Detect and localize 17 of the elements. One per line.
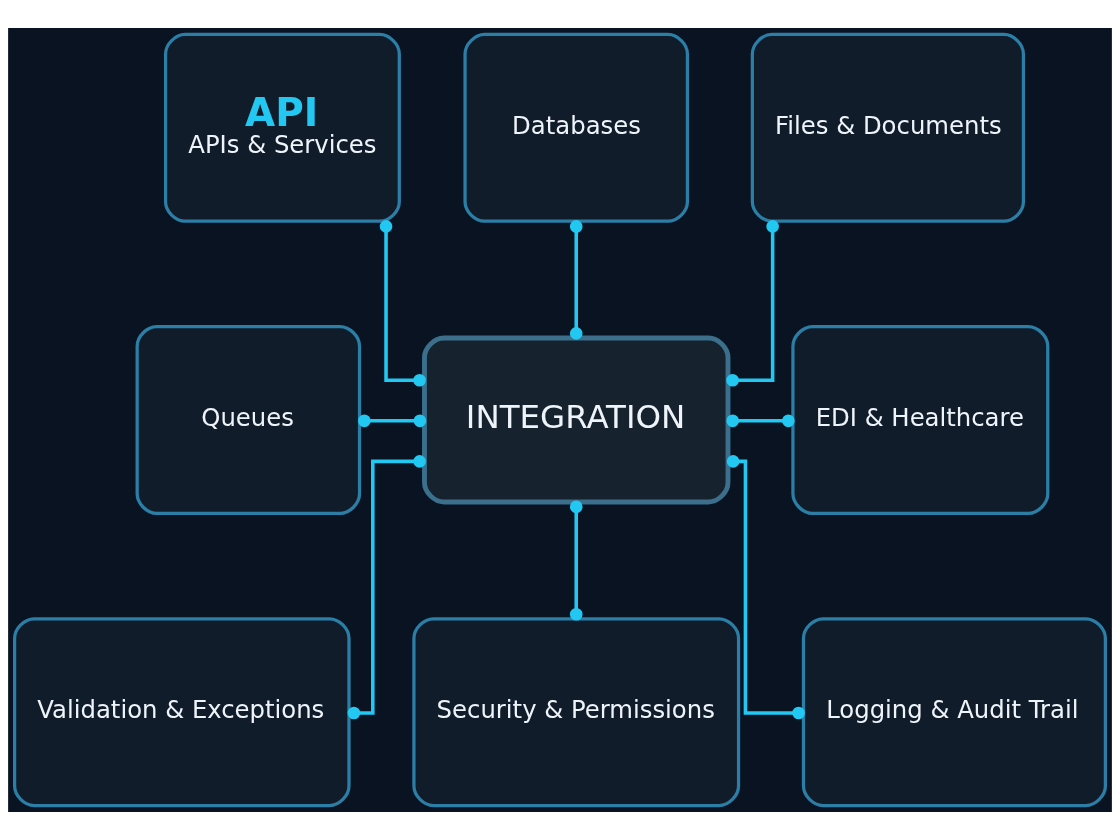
connector xyxy=(379,220,426,387)
node-box: API APIs & Services xyxy=(163,32,401,223)
node-box: Queues xyxy=(135,325,362,515)
connector xyxy=(726,455,805,720)
connector xyxy=(726,414,795,428)
connector xyxy=(347,455,426,720)
connector xyxy=(358,414,427,428)
node-box: Logging & Audit Trail xyxy=(801,617,1107,808)
connector xyxy=(569,500,583,621)
node-box: Validation & Exceptions xyxy=(13,617,351,808)
connector xyxy=(726,220,779,387)
node-box: Databases xyxy=(463,32,690,223)
node-box: EDI & Healthcare xyxy=(791,325,1050,515)
node-box: INTEGRATION xyxy=(422,335,731,505)
node-box: Files & Documents xyxy=(750,32,1026,223)
node-box: Security & Permissions xyxy=(412,617,741,808)
connector xyxy=(569,220,583,340)
